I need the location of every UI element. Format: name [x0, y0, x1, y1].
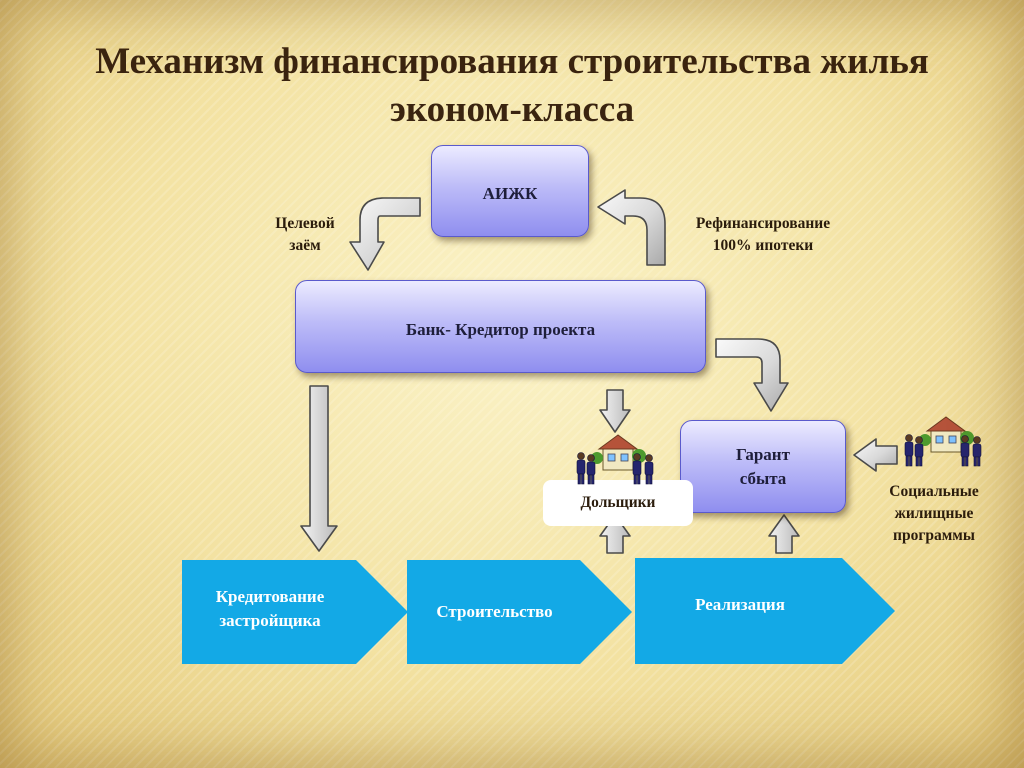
stage-construction-label: Строительство: [436, 602, 553, 621]
arrow-target-loan: [349, 197, 421, 271]
chevron-shape: [635, 558, 895, 664]
node-bank-label: Банк- Кредитор проекта: [405, 320, 596, 339]
slide-title-line2: эконом-класса: [389, 89, 635, 130]
stage-credit-label: Кредитование застройщика: [216, 585, 325, 633]
chevron-shape: [407, 560, 632, 664]
label-target-loan-line1: Целевой: [275, 215, 335, 232]
people-house-icon: [904, 416, 982, 467]
node-sales-guarantor: Гарант сбыта: [680, 420, 846, 513]
arrow-up-to-garant: [768, 514, 800, 554]
arrow-into-investors: [599, 389, 631, 433]
stage-credit-line2: застройщика: [219, 611, 321, 630]
label-target-loan: Целевой заём: [250, 213, 360, 257]
label-social-line2: жилищные: [894, 505, 974, 522]
slide-title-line1: Механизм финансирования строительства жи…: [95, 41, 929, 82]
stage-developer-crediting: Кредитование застройщика: [182, 560, 408, 664]
node-garant-label: Гарант сбыта: [736, 443, 790, 491]
arrow-bank-to-credit: [300, 385, 338, 552]
people-icon: [576, 452, 654, 485]
node-investors: Дольщики: [543, 480, 693, 526]
stage-sale: Реализация: [635, 558, 895, 664]
node-aizhk-label: АИЖК: [482, 184, 538, 203]
arrow-bank-to-garant: [715, 338, 789, 412]
label-social-line1: Социальные: [889, 483, 979, 500]
arrow-refinancing: [597, 189, 666, 266]
arrow-social-to-garant: [853, 438, 898, 472]
label-social-line3: программы: [893, 527, 975, 544]
people-icon: [904, 434, 982, 467]
node-bank-creditor: Банк- Кредитор проекта: [295, 280, 706, 373]
stage-credit-line1: Кредитование: [215, 587, 325, 606]
label-social-programs: Социальные жилищные программы: [868, 481, 1000, 547]
node-aizhk: АИЖК: [431, 145, 589, 237]
people-house-icon: [576, 434, 654, 485]
label-refinancing-line1: Рефинансирование: [695, 215, 831, 232]
stage-sale-label: Реализация: [695, 595, 785, 614]
node-garant-line1: Гарант: [736, 444, 790, 464]
label-refinancing-line2: 100% ипотеки: [712, 237, 814, 254]
house-icon: [919, 416, 974, 453]
house-icon: [591, 434, 646, 471]
label-refinancing: Рефинансирование 100% ипотеки: [668, 213, 858, 257]
label-target-loan-line2: заём: [289, 237, 321, 254]
node-garant-line2: сбыта: [739, 468, 787, 488]
chevron-shape: [182, 560, 408, 664]
node-investors-label: Дольщики: [580, 494, 656, 511]
stage-construction: Строительство: [407, 560, 632, 664]
